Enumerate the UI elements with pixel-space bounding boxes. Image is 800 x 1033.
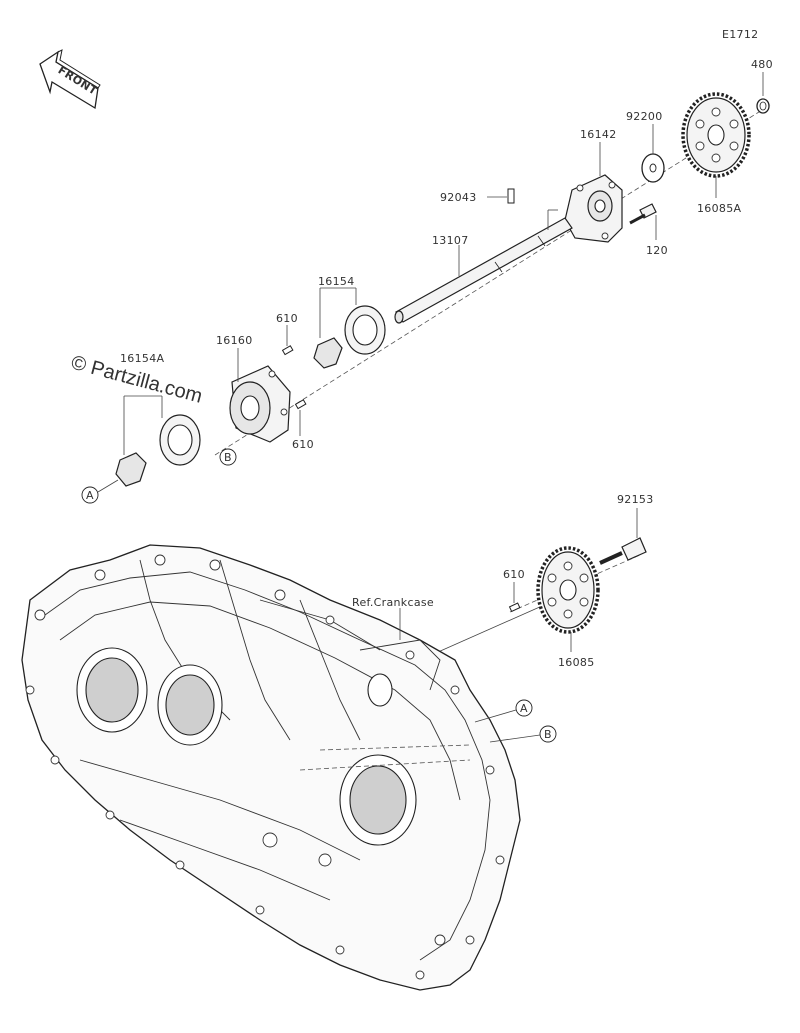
pump-cover-16142[interactable] [564, 142, 623, 243]
front-arrow-icon: FRONT [39, 49, 101, 110]
label-480: 480 [751, 58, 773, 71]
label-92200: 92200 [626, 110, 663, 123]
bolt-120[interactable] [629, 203, 657, 240]
rotor-set-16154[interactable] [313, 287, 386, 369]
pump-body-16160[interactable] [229, 348, 291, 443]
dowel-610-lower[interactable] [294, 399, 307, 436]
pin-92043[interactable] [487, 188, 515, 204]
label-610-lower: 610 [292, 438, 314, 451]
label-92153: 92153 [617, 493, 654, 506]
circlip-480[interactable] [756, 72, 770, 114]
diagram-code: E1712 [722, 28, 758, 41]
gear-16085[interactable] [536, 546, 600, 652]
dowel-610-top[interactable] [281, 325, 294, 356]
svg-text:A: A [520, 702, 528, 715]
dowel-610-crankcase[interactable] [508, 582, 521, 613]
callout-b-lower: B [489, 725, 557, 743]
callout-b-top: B [219, 448, 237, 466]
label-16085a: 16085A [697, 202, 741, 215]
label-120: 120 [646, 244, 668, 257]
label-16154a: 16154A [120, 352, 164, 365]
svg-text:B: B [544, 728, 552, 741]
callout-a-lower: A [474, 699, 533, 723]
svg-text:A: A [86, 489, 94, 502]
washer-92200[interactable] [641, 124, 665, 183]
gear-16085a[interactable] [681, 92, 751, 198]
shaft-13107[interactable] [394, 209, 573, 324]
label-16154: 16154 [318, 275, 355, 288]
label-610-crankcase: 610 [503, 568, 525, 581]
label-ref-crankcase: Ref.Crankcase [352, 596, 434, 609]
label-13107: 13107 [432, 234, 469, 247]
part-labels: 480 92200 16142 92043 16085A 120 13107 1… [120, 58, 773, 669]
label-16085: 16085 [558, 656, 595, 669]
bolt-92153[interactable] [599, 508, 647, 565]
label-16142: 16142 [580, 128, 617, 141]
crankcase-reference [21, 544, 521, 991]
callout-a-top: A [81, 479, 119, 504]
label-16160: 16160 [216, 334, 253, 347]
label-92043: 92043 [440, 191, 477, 204]
label-610-top: 610 [276, 312, 298, 325]
rotor-set-16154a[interactable] [115, 395, 201, 487]
svg-text:B: B [224, 451, 232, 464]
